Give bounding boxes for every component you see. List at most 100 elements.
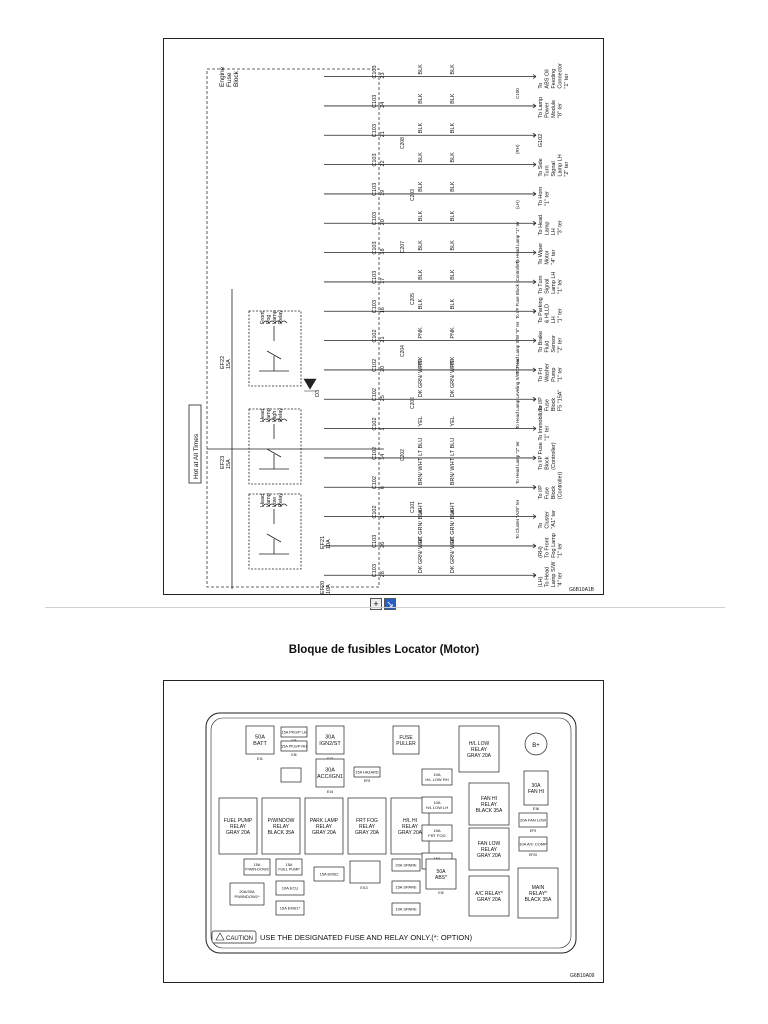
svg-text:GRAY 20A: GRAY 20A — [477, 897, 502, 903]
svg-text:GRAY 20A: GRAY 20A — [355, 830, 380, 836]
fit-page-icon[interactable]: ↘ — [384, 598, 396, 610]
wire-color-label: PNK — [418, 327, 424, 339]
destination-label: To Head — [538, 215, 544, 236]
pin-label: 28 — [380, 571, 386, 577]
destination-label: "2" ter — [558, 338, 564, 353]
spare-slot — [280, 767, 302, 783]
wire-color-label: BLK — [450, 181, 456, 192]
svg-text:RELAY: RELAY — [481, 802, 498, 808]
connector-label: C103 — [372, 535, 378, 548]
connector-label: C102 — [372, 417, 378, 430]
svg-text:15A: 15A — [226, 359, 232, 369]
svg-text:RELAY*: RELAY* — [529, 891, 547, 897]
svg-text:Head: Head — [260, 409, 266, 422]
svg-text:15A PKG/P RH: 15A PKG/P RH — [281, 744, 307, 748]
wire-color-label: BLK — [418, 299, 424, 310]
connector-label: C103 — [372, 124, 378, 137]
wiring-diagram: Engine Fuse Block Hot at All Times — [163, 38, 604, 595]
destination-label: Washer — [545, 363, 551, 382]
connector-label: C202 — [400, 449, 406, 461]
divider — [45, 607, 725, 608]
note-label: To Head Lamp S/W "5" ter — [515, 321, 520, 374]
fuse-ems2: 15A EMS2 — [313, 866, 345, 882]
spare-fuse-2: 10A SPARE — [391, 902, 421, 916]
wire-color-label: BLK — [418, 269, 424, 280]
destination-label: Cluster — [545, 511, 551, 529]
mini-fuse-0: 15A PKG/P LH — [280, 726, 308, 738]
wire-color-label: PNK — [418, 356, 424, 368]
destination-label: "4" ter — [558, 572, 564, 587]
fuse-id-label: EF9 — [530, 829, 536, 833]
pin-label: 24 — [380, 102, 386, 108]
pin-label: 1 — [380, 428, 386, 431]
connector-label: C206 — [410, 397, 416, 409]
svg-text:MAIN: MAIN — [532, 885, 545, 891]
pin-label: 26 — [380, 542, 386, 548]
relay-head-lamp-low — [248, 493, 302, 570]
destination-label: (RH) — [538, 546, 544, 558]
wire-color-label: BLK — [418, 93, 424, 104]
pin-label: 17 — [380, 278, 386, 284]
wiring-svg: Engine Fuse Block Hot at All Times — [188, 63, 595, 594]
svg-text:RELAY: RELAY — [359, 824, 376, 830]
wire-color-label: BLK — [418, 240, 424, 251]
destination-label: "1" ter — [564, 74, 570, 89]
destination-label: "1" ter — [558, 279, 564, 294]
svg-text:H/L LOW LH: H/L LOW LH — [426, 805, 449, 810]
destination-label: To — [538, 83, 544, 89]
fuse-id-label: EI5 — [438, 891, 443, 895]
wire-color-label: LT BLU — [418, 438, 424, 456]
wire-color-label: BLK — [450, 152, 456, 163]
b-plus-label: B+ — [532, 743, 540, 749]
svg-text:30A: 30A — [325, 768, 335, 774]
block-label: Engine — [219, 66, 226, 87]
svg-text:BATT: BATT — [253, 741, 267, 747]
svg-text:15A: 15A — [433, 828, 440, 833]
svg-text:10A A/C COMP: 10A A/C COMP — [519, 841, 547, 846]
svg-text:15A: 15A — [254, 863, 261, 867]
destination-label: G102 — [538, 134, 544, 147]
destination-label: "4" ter — [551, 250, 557, 265]
destination-label: To Lamp — [538, 97, 544, 118]
svg-text:Lamp: Lamp — [266, 493, 272, 507]
destination-label: To Frt — [538, 367, 544, 382]
wire-color-label: BLK — [450, 240, 456, 251]
pin-label: 25 — [380, 395, 386, 401]
svg-text:20A SPARE: 20A SPARE — [395, 862, 417, 867]
wire-color-label: PNK — [450, 356, 456, 368]
connector-label: C103 — [372, 271, 378, 284]
destination-label: "1" ter — [558, 367, 564, 382]
destination-label: Sensor — [551, 335, 557, 353]
destination-label: Signal — [545, 279, 551, 294]
diode-icon — [303, 378, 317, 392]
destination-label: Fuse — [545, 487, 551, 499]
svg-text:FRT FOG: FRT FOG — [428, 833, 445, 838]
svg-text:Relay: Relay — [278, 493, 284, 507]
zoom-in-icon[interactable]: + — [370, 598, 382, 610]
svg-text:GRAY 20A: GRAY 20A — [477, 853, 502, 859]
destination-label: To Wiper — [538, 243, 544, 265]
destination-label: To Front — [545, 537, 551, 558]
fuse-ems1: 15A EMS1* — [275, 900, 305, 916]
destination-label: To Horn — [538, 187, 544, 206]
wire-color-label: BLK — [418, 123, 424, 134]
destination-label: ABS Oil — [545, 69, 551, 88]
fuse-slot — [349, 860, 381, 884]
svg-text:Relay: Relay — [278, 408, 284, 422]
svg-text:CAUTION: CAUTION — [226, 936, 253, 942]
wire-color-label: WHT — [450, 501, 456, 514]
connector-label: C103 — [372, 95, 378, 108]
destination-label: (Controller) — [558, 472, 564, 500]
caution-text: USE THE DESIGNATED FUSE AND RELAY ONLY.(… — [260, 933, 473, 942]
fuse-id-label: EI6 — [291, 753, 296, 757]
svg-text:Fog: Fog — [266, 315, 272, 324]
svg-text:H/L LOW RH: H/L LOW RH — [425, 777, 448, 782]
svg-text:RELAY: RELAY — [273, 824, 290, 830]
